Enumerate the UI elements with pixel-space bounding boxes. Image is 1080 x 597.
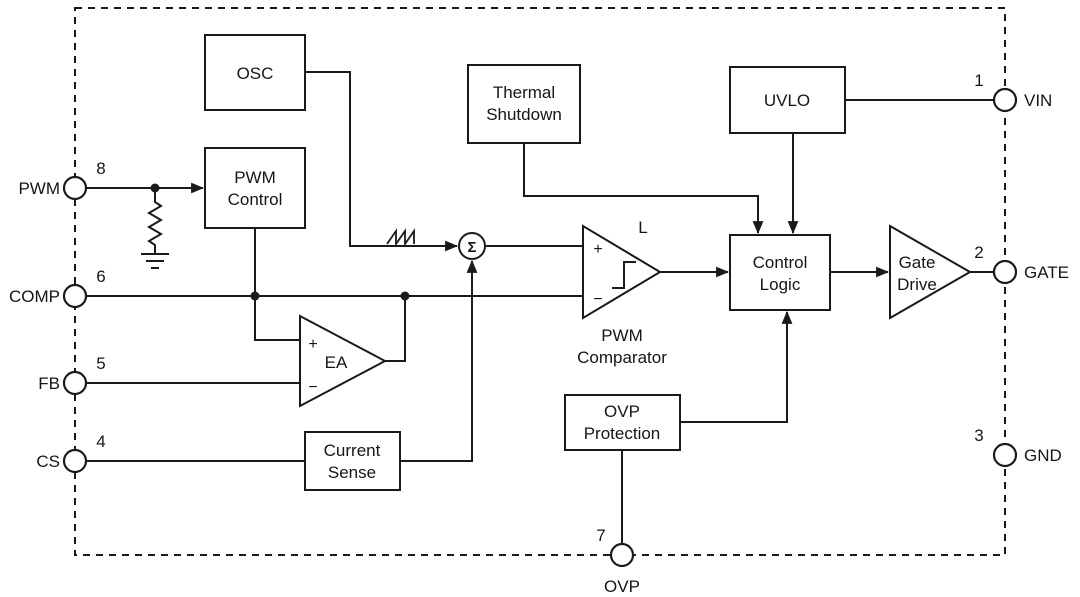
gate-drive-label-line1: Gate (899, 253, 936, 272)
pin-fb-label: FB (38, 374, 60, 393)
current-sense-label-line2: Sense (328, 463, 376, 482)
pwm-comparator-caption-line2: Comparator (577, 348, 667, 367)
pwm-control-block (204, 147, 306, 229)
pin-comp (62, 283, 88, 309)
pwm-comparator (582, 224, 662, 320)
pin-gnd-label: GND (1024, 446, 1062, 465)
comparator-plus-sign: + (593, 241, 602, 258)
pin-comp-label: COMP (9, 287, 60, 306)
pwm-control-label-line1: PWM (234, 168, 276, 187)
wire-currentsense-to-summer (400, 259, 478, 462)
pin-pwm (62, 175, 88, 201)
error-amplifier (299, 314, 388, 408)
pin-fb-number: 5 (96, 354, 105, 373)
chip-boundary (74, 7, 1006, 556)
control-logic-label-line2: Logic (760, 275, 801, 294)
pin-ovp (609, 542, 635, 568)
wire-osc-to-summer (305, 71, 459, 252)
pin-gate-label: GATE (1024, 263, 1069, 282)
control-logic-label-line1: Control (753, 253, 808, 272)
thermal-shutdown-label-line1: Thermal (493, 83, 555, 102)
pin-pwm-label: PWM (18, 179, 60, 198)
gate-drive-buffer (889, 224, 973, 320)
control-logic-block (729, 234, 831, 311)
summing-junction (458, 232, 486, 260)
pin-ovp-label: OVP (604, 577, 640, 596)
ea-plus-sign: + (308, 336, 317, 353)
ea-minus-sign: − (308, 379, 317, 396)
pwm-comparator-caption-line1: PWM (601, 326, 643, 345)
gate-drive-label-line2: Drive (897, 275, 937, 294)
pin-ovp-number: 7 (596, 526, 605, 545)
ovp-protection-label-line1: OVP (604, 402, 640, 421)
current-sense-block (304, 431, 401, 491)
comparator-latch-label: L (638, 218, 647, 237)
wire-thermal-to-controllogic (523, 143, 764, 235)
pin-cs-label: CS (36, 452, 60, 471)
osc-label: OSC (237, 64, 274, 83)
current-sense-label-line1: Current (324, 441, 381, 460)
pin-comp-number: 6 (96, 267, 105, 286)
sawtooth-waveform-icon (386, 228, 415, 247)
pwm-control-label-line2: Control (228, 190, 283, 209)
uvlo-block (729, 66, 846, 134)
pin-gate (992, 259, 1018, 285)
ovp-protection-label-line2: Protection (584, 424, 661, 443)
wire-ovpprotection-to-controllogic (680, 310, 793, 423)
pin-cs-number: 4 (96, 432, 105, 451)
pin-vin (992, 87, 1018, 113)
summing-junction-symbol: Σ (467, 239, 476, 256)
wire-ea-output (385, 296, 406, 362)
junction-dot-pwm (150, 183, 160, 193)
pin-gate-number: 2 (974, 243, 983, 262)
osc-block (204, 34, 306, 111)
pin-gnd-number: 3 (974, 426, 983, 445)
pin-vin-label: VIN (1024, 91, 1052, 110)
pin-fb (62, 370, 88, 396)
pin-cs (62, 448, 88, 474)
latch-hysteresis-icon (612, 261, 636, 289)
uvlo-label: UVLO (764, 91, 810, 110)
thermal-shutdown-block (467, 64, 581, 144)
resistor-symbol (147, 188, 163, 254)
ground-symbol (141, 253, 169, 269)
pin-gnd (992, 442, 1018, 468)
thermal-shutdown-label-line2: Shutdown (486, 105, 562, 124)
ea-label: EA (325, 353, 348, 372)
pin-vin-number: 1 (974, 71, 983, 90)
wire-pwmcontrol-to-ea (254, 228, 300, 341)
pin-pwm-number: 8 (96, 159, 105, 178)
comparator-minus-sign: − (593, 291, 602, 308)
ovp-protection-block (564, 394, 681, 451)
